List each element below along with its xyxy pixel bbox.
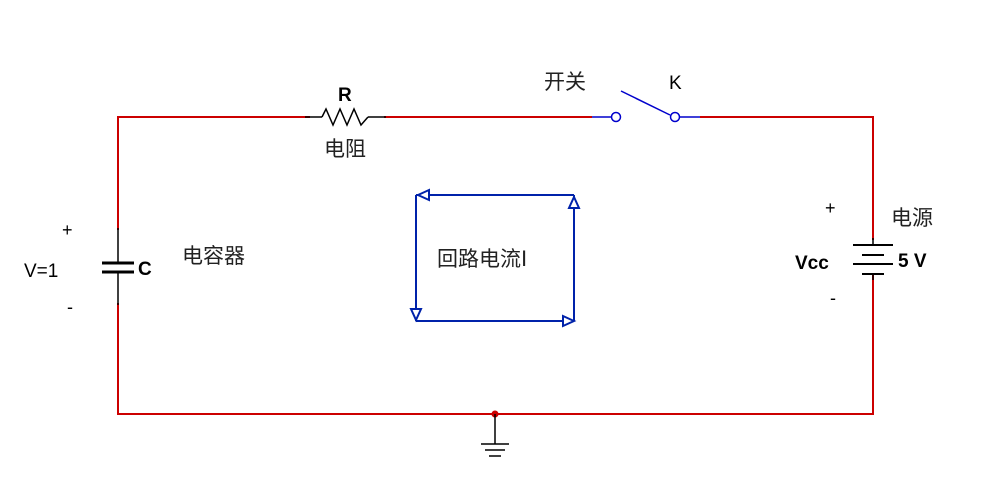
battery-icon <box>853 238 893 280</box>
source-label: 电源 <box>891 206 933 230</box>
capacitor-minus: - <box>67 297 73 317</box>
resistor-symbol: R <box>338 85 352 106</box>
capacitor-symbol: C <box>138 259 152 280</box>
current-loop-arrows <box>409 188 581 328</box>
switch-label: 开关 <box>544 70 586 94</box>
source-name: Vcc <box>795 253 829 274</box>
wire-top-left <box>117 116 310 230</box>
resistor-label: 电阻 <box>324 137 366 161</box>
switch-symbol: K <box>669 73 682 94</box>
source-minus: - <box>830 288 836 308</box>
arrow-down-icon <box>409 308 423 323</box>
loop-current-label: 回路电流I <box>437 247 527 271</box>
arrow-left-icon <box>415 188 430 202</box>
arrow-up-icon <box>567 194 581 209</box>
wire-top-right <box>700 116 874 240</box>
source-plus: + <box>825 198 836 218</box>
resistor-icon <box>305 107 386 127</box>
ground-icon <box>481 414 509 457</box>
capacitor-voltage: V=1 <box>24 261 58 282</box>
capacitor-label: 电容器 <box>182 244 245 268</box>
capacitor-plus: + <box>62 220 73 240</box>
source-value: 5 V <box>898 251 927 272</box>
switch-icon <box>592 90 700 123</box>
arrow-right-icon <box>562 314 577 328</box>
capacitor-icon <box>102 228 134 305</box>
wire-bottom <box>117 275 874 415</box>
